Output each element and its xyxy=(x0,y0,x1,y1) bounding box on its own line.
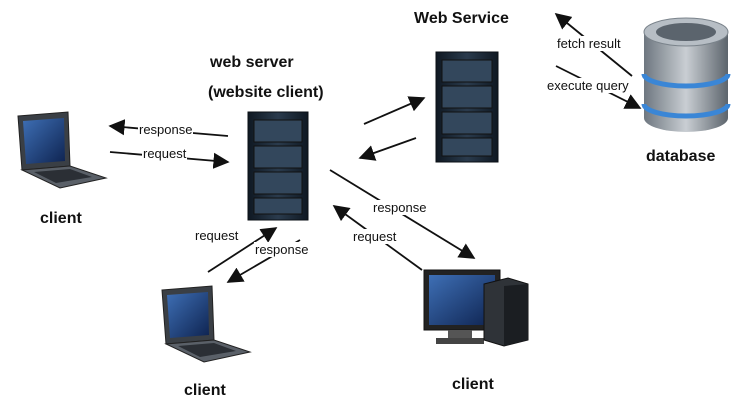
arrow-bottom-request xyxy=(207,227,278,273)
edge-desktop-request-label: request xyxy=(352,229,398,244)
web-server-sublabel: (website client) xyxy=(208,84,324,101)
edge-left-response-label: response xyxy=(138,122,194,137)
database-label: database xyxy=(646,148,716,165)
web-service-rack-icon xyxy=(435,51,499,163)
web-server-rack-icon xyxy=(247,111,309,221)
edge-desktop-response-label: response xyxy=(372,200,428,215)
laptop-client-left-icon xyxy=(17,111,108,189)
edge-left-request-label: request xyxy=(142,146,188,161)
database-cylinder-icon xyxy=(641,17,731,132)
web-service-label: Web Service xyxy=(414,10,509,27)
client-bottom-label: client xyxy=(184,382,226,399)
edge-fetch-result-label: fetch result xyxy=(556,36,622,51)
edge-bottom-request-label: request xyxy=(194,228,240,243)
desktop-client-icon xyxy=(423,269,529,347)
arrow-from-webservice xyxy=(358,137,417,161)
web-server-label: web server xyxy=(210,54,294,71)
client-desktop-label: client xyxy=(452,376,494,393)
edge-execute-query-label: execute query xyxy=(546,78,630,93)
edge-bottom-response-label: response xyxy=(254,242,310,257)
client-left-label: client xyxy=(40,210,82,227)
arrow-to-webservice xyxy=(363,96,426,125)
laptop-client-bottom-icon xyxy=(161,285,252,363)
